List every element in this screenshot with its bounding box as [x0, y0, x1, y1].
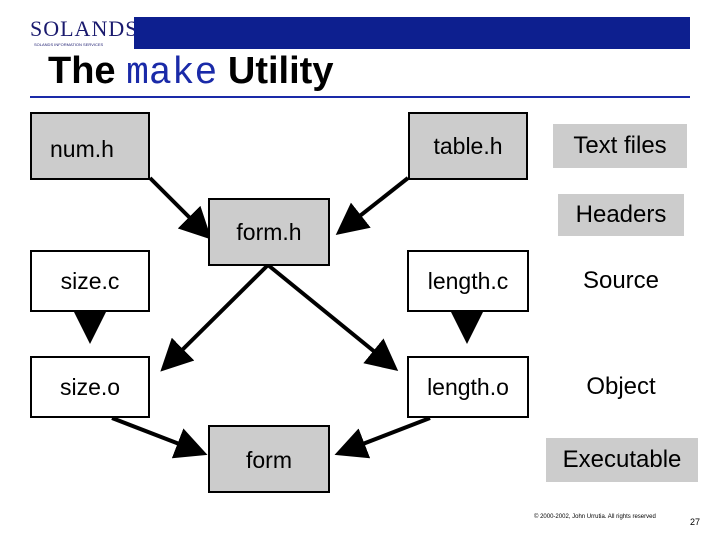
company-logo: SOLANDS SOLANDS INFORMATION SERVICES [30, 16, 137, 50]
node-num-h-label: num.h [50, 136, 114, 162]
node-form-h-label: form.h [236, 219, 302, 245]
arrow-length-o-to-form [334, 416, 431, 459]
node-size-c-label: size.c [60, 267, 120, 294]
node-length-o-label: length.o [427, 373, 509, 400]
legend-object-label: Object [586, 373, 656, 400]
node-length-o: length.o [407, 356, 529, 418]
legend-headers: Headers [558, 194, 684, 236]
legend-source-label: Source [582, 267, 660, 294]
arrow-size-o-to-form [111, 416, 208, 459]
page-number: 27 [690, 517, 701, 527]
node-form-h: form.h [208, 198, 330, 266]
title-part-1: The [48, 50, 116, 92]
title-mono: make [126, 52, 218, 95]
node-size-c: size.c [30, 250, 150, 312]
node-size-o: size.o [30, 356, 150, 418]
legend-executable-label: Executable [562, 446, 682, 473]
legend-object: Object [560, 366, 682, 408]
arrow-num-to-form-h [148, 176, 212, 240]
node-num-h: num.h [30, 112, 150, 180]
title-underline [30, 96, 690, 98]
node-size-o-label: size.o [59, 373, 121, 400]
slide-title: The make Utility [48, 50, 333, 95]
node-length-c-label: length.c [427, 267, 509, 294]
node-table-h: table.h [408, 112, 528, 180]
node-length-c: length.c [407, 250, 529, 312]
arrow-form-h-to-length-o [266, 263, 399, 372]
title-bar [134, 17, 690, 49]
arrow-form-h-to-size-o [160, 263, 270, 372]
arrow-table-to-form-h [335, 176, 410, 235]
title-part-2: Utility [227, 50, 334, 92]
node-form-label: form [246, 447, 292, 473]
node-table-h-label: table.h [433, 132, 503, 159]
legend-text-files-label: Text files [573, 132, 667, 159]
node-form: form [208, 425, 330, 493]
copyright-notice: © 2000-2002, John Urrutia. All rights re… [534, 514, 656, 520]
logo-text: SOLANDS [30, 16, 139, 41]
legend-source: Source [560, 260, 682, 302]
legend-text-files: Text files [553, 124, 687, 168]
logo-subtitle: SOLANDS INFORMATION SERVICES [34, 42, 104, 47]
legend-headers-label: Headers [575, 201, 667, 228]
legend-executable: Executable [546, 438, 698, 482]
